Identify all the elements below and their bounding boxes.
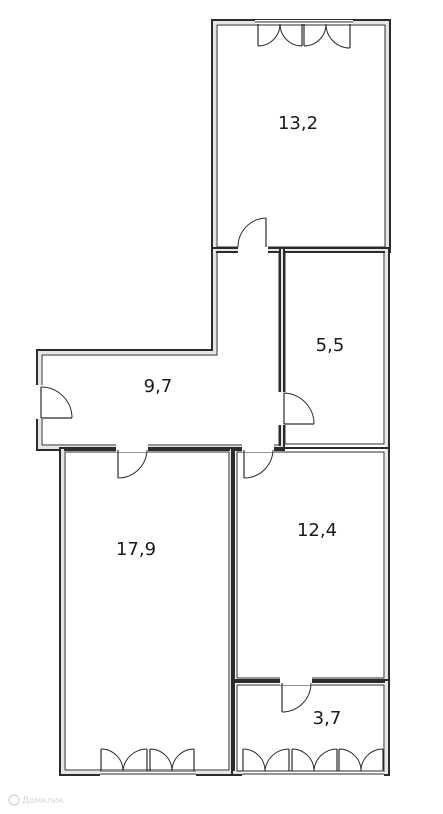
door-hall-left [36, 385, 73, 419]
area-label-hall: 9,7 [144, 376, 173, 397]
area-label-small-room: 3,7 [313, 708, 342, 729]
door-left-room [116, 444, 148, 479]
watermark-logo-icon [8, 794, 20, 806]
walls-hall [36, 247, 285, 451]
watermark: Домклик [8, 794, 64, 806]
door-small-room [280, 677, 312, 713]
door-right-room [242, 444, 274, 479]
window-left-room [100, 748, 196, 776]
area-label-right-room: 12,4 [297, 520, 337, 541]
walls-left-room [59, 447, 235, 776]
walls-top-room [211, 19, 391, 253]
area-label-mid-right-room: 5,5 [316, 335, 345, 356]
walls-right-room [231, 447, 390, 683]
door-top-room [237, 217, 268, 253]
window-small-room [242, 748, 384, 776]
area-label-left-room: 17,9 [116, 539, 156, 560]
window-top-room [255, 20, 353, 49]
watermark-text: Домклик [22, 796, 64, 806]
walls-small-room [231, 679, 390, 776]
door-mid-right-room [278, 392, 315, 425]
area-label-top-room: 13,2 [278, 113, 318, 134]
